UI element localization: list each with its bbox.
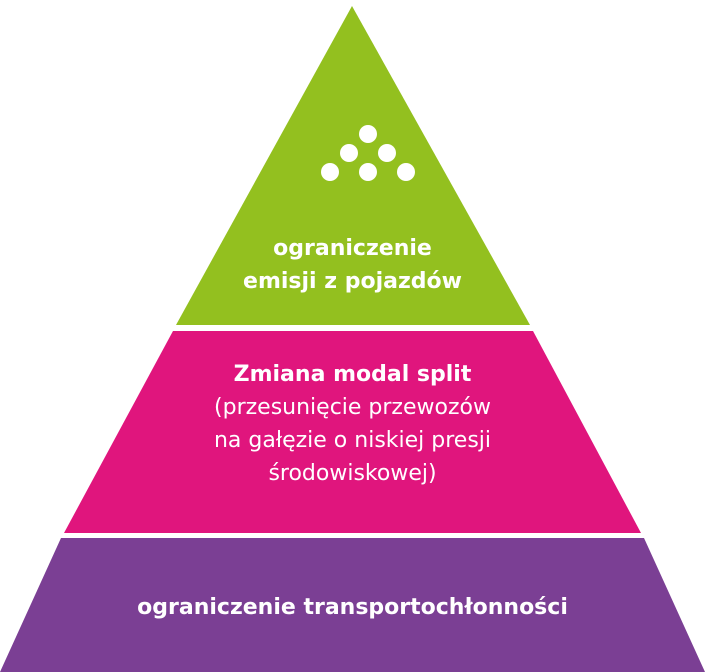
- pyramid-tier-bottom: [0, 538, 705, 672]
- pyramid-tier-middle: [64, 331, 641, 533]
- top-tier-line1: ograniczenie: [273, 236, 432, 261]
- pyramid-tier-top: [176, 6, 530, 325]
- bottom-tier-text: ograniczenie transportochłonności: [137, 595, 568, 620]
- particles-icon: [321, 125, 415, 181]
- bottom-tier-label: ograniczenie transportochłonności: [0, 593, 705, 623]
- top-tier-line2: emisji z pojazdów: [243, 269, 462, 294]
- middle-tier-line2: na gałęzie o niskiej presji: [213, 428, 492, 453]
- middle-tier-label: Zmiana modal split (przesunięcie przewoz…: [0, 358, 705, 490]
- middle-tier-heading: Zmiana modal split: [233, 362, 472, 387]
- middle-tier-line1: (przesunięcie przewozów: [214, 395, 491, 420]
- middle-tier-line3: środowiskowej): [268, 461, 437, 486]
- top-tier-label: ograniczenie emisji z pojazdów: [0, 232, 705, 298]
